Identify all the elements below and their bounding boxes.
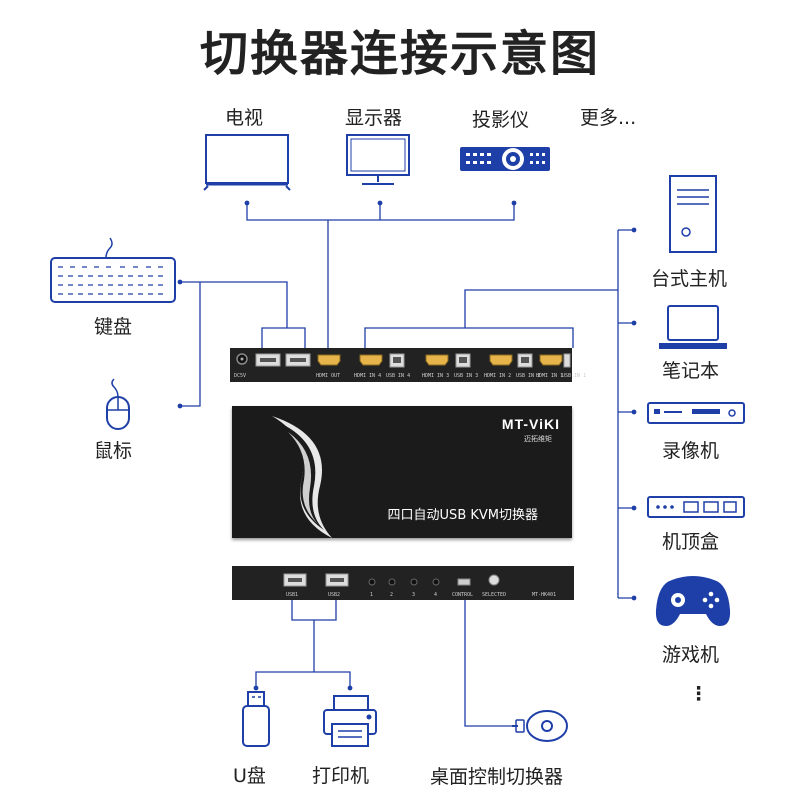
printer-icon [323,695,377,747]
back-label-usb-in-3: USB IN 3 [454,373,479,379]
kvm-front-panel: USB1 USB2 1 2 3 4 CONTROL SELECTED MT-HK… [232,566,574,600]
control-wire [464,600,512,727]
label-recorder: 录像机 [662,440,720,462]
mouse-wire [180,282,201,407]
label-keyboard: 键盘 [94,316,133,338]
hosts-input-wire [364,327,574,348]
front-label-usb1: USB1 [286,592,299,598]
front-ports [283,573,500,587]
front-label-control: CONTROL [452,592,474,598]
gamepad-icon [655,576,731,626]
projector-icon [460,147,550,171]
front-label-1: 1 [370,592,374,598]
label-game-console: 游戏机 [662,644,720,666]
mouse-icon [106,378,130,430]
brand-logo: MT-ViKI [501,416,560,432]
label-printer: 打印机 [312,765,370,787]
front-label-3: 3 [412,592,416,598]
back-label-hdmi-in-3: HDMI IN 3 [422,373,450,379]
back-label-usb-in-4: USB IN 4 [386,373,411,379]
label-laptop: 笔记本 [662,360,720,382]
front-label-2: 2 [390,592,394,598]
front-label-selected: SELECTED [482,592,507,598]
label-monitor: 显示器 [345,107,403,129]
monitor-icon [346,134,410,185]
tv-icon [203,134,291,191]
back-label-hdmi-in-1: HDMI IN 1 [536,373,564,379]
label-desktop: 台式主机 [651,268,728,290]
front-label-usb2: USB2 [328,592,341,598]
set-top-box-icon [647,496,745,518]
label-desktop-switch: 桌面控制切换器 [430,766,564,788]
brand-swoosh [272,416,332,538]
back-label-usb-in-1: USB IN 1 [562,373,587,379]
desktop-switch-icon [512,710,568,742]
label-more: 更多... [580,107,637,129]
label-usb-drive: U盘 [233,765,266,787]
label-more-hosts: ⋮ [689,683,708,705]
product-name: 四口自动USB KVM切换器 [387,508,538,523]
label-projector: 投影仪 [472,109,530,131]
usb-drive-icon [242,691,270,747]
desktop-tower-icon [669,175,717,253]
back-label-hdmi-in-4: HDMI IN 4 [354,373,382,379]
label-mouse: 鼠标 [94,440,133,462]
front-usb-wire [255,620,351,688]
front-label-model: MT-HK401 [532,592,557,598]
page-title: 切换器连接示意图 [199,26,600,82]
label-set-top-box: 机顶盒 [662,531,720,553]
keyboard-icon [50,237,176,303]
back-ports [236,353,571,368]
label-tv: 电视 [225,107,264,129]
kvm-back-panel: DC5V HDMI OUT HDMI IN 4 USB IN 4 HDMI IN… [230,348,586,382]
laptop-icon [659,305,727,349]
back-label-hdmi-out: HDMI OUT [316,373,341,379]
back-label-dc: DC5V [234,373,247,379]
kvm-switch-body: MT-ViKI 迈拓维矩 四口自动USB KVM切换器 [232,406,572,538]
recorder-icon [647,402,745,424]
brand-sub: 迈拓维矩 [524,435,552,443]
back-label-usb-in-2: USB IN 2 [516,373,541,379]
keyboard-wire [180,281,288,328]
back-label-hdmi-in-2: HDMI IN 2 [484,373,512,379]
front-label-4: 4 [434,592,438,598]
